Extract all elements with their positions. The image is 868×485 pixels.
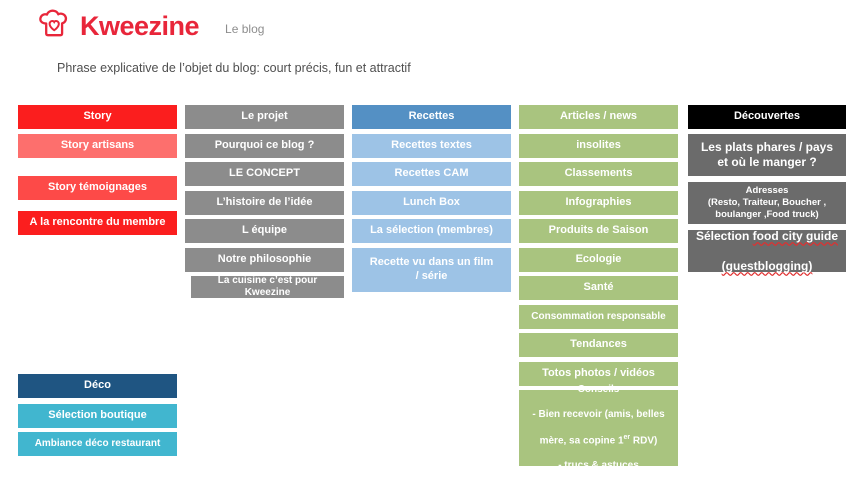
misspelled-food-city-guide: food city guide xyxy=(752,228,839,243)
nav-item-selection-food-city-guide[interactable]: Sélection food city guide (guestblogging… xyxy=(688,229,846,273)
brand-lockup: Kweezine Le blog xyxy=(38,6,264,46)
nav-item-story-temoignages[interactable]: Story témoignages xyxy=(18,176,177,200)
nav-item-ecologie[interactable]: Ecologie xyxy=(519,248,678,272)
food-city-guide-text: Sélection food city guide (guestblogging… xyxy=(695,228,839,273)
section-header-deco[interactable]: Déco xyxy=(18,374,177,398)
nav-item-pourquoi-ce-blog[interactable]: Pourquoi ce blog ? xyxy=(185,134,344,158)
nav-item-lhistoire-de-lidee[interactable]: L’histoire de l’idée xyxy=(185,191,344,215)
nav-item-tendances[interactable]: Tendances xyxy=(519,333,678,357)
nav-item-la-selection-membres[interactable]: La sélection (membres) xyxy=(352,219,511,243)
page-header: Kweezine Le blog Phrase explicative de l… xyxy=(0,0,868,100)
section-header-story[interactable]: Story xyxy=(18,105,177,129)
nav-item-la-cuisine-cest-pour-kweezine[interactable]: La cuisine c’est pour Kweezine xyxy=(191,275,344,298)
nav-item-produits-de-saison[interactable]: Produits de Saison xyxy=(519,219,678,243)
section-header-le-projet[interactable]: Le projet xyxy=(185,105,344,129)
conseils-text: Conseils - Bien recevoir (amis, belles m… xyxy=(532,383,665,471)
nav-item-ambiance-deco-restaurant[interactable]: Ambiance déco restaurant xyxy=(18,432,177,456)
section-header-articles-news[interactable]: Articles / news xyxy=(519,105,678,129)
nav-item-le-concept[interactable]: LE CONCEPT xyxy=(185,162,344,186)
nav-item-sante[interactable]: Santé xyxy=(519,276,678,300)
nav-item-recette-vu-dans-un-film[interactable]: Recette vu dans un film / série xyxy=(352,248,511,292)
nav-item-conseils[interactable]: Conseils - Bien recevoir (amis, belles m… xyxy=(519,384,678,471)
nav-item-recettes-textes[interactable]: Recettes textes xyxy=(352,134,511,158)
nav-item-lequipe[interactable]: L équipe xyxy=(185,219,344,243)
brand-name: Kweezine xyxy=(80,11,200,41)
nav-item-story-artisans[interactable]: Story artisans xyxy=(18,134,177,158)
chef-hat-heart-icon xyxy=(38,9,72,43)
section-header-decouvertes[interactable]: Découvertes xyxy=(688,105,846,129)
page-tagline: Phrase explicative de l’objet du blog: c… xyxy=(57,61,411,75)
nav-item-les-plats-phares[interactable]: Les plats phares / pays et où le manger … xyxy=(688,134,846,176)
nav-item-lunch-box[interactable]: Lunch Box xyxy=(352,191,511,215)
section-header-recettes[interactable]: Recettes xyxy=(352,105,511,129)
brand-subtitle: Le blog xyxy=(225,22,265,36)
nav-item-adresses[interactable]: Adresses (Resto, Traiteur, Boucher , bou… xyxy=(688,182,846,224)
nav-item-selection-boutique[interactable]: Sélection boutique xyxy=(18,404,177,428)
nav-item-classements[interactable]: Classements xyxy=(519,162,678,186)
misspelled-guestblogging: (guestblogging) xyxy=(721,258,813,273)
nav-item-a-la-rencontre-du-membre[interactable]: A la rencontre du membre xyxy=(18,211,177,235)
nav-item-consommation-responsable[interactable]: Consommation responsable xyxy=(519,305,678,329)
nav-item-recettes-cam[interactable]: Recettes CAM xyxy=(352,162,511,186)
nav-item-infographies[interactable]: Infographies xyxy=(519,191,678,215)
nav-item-totos-photos-videos[interactable]: Totos photos / vidéos xyxy=(519,362,678,386)
nav-item-insolites[interactable]: insolites xyxy=(519,134,678,158)
nav-item-notre-philosophie[interactable]: Notre philosophie xyxy=(185,248,344,272)
